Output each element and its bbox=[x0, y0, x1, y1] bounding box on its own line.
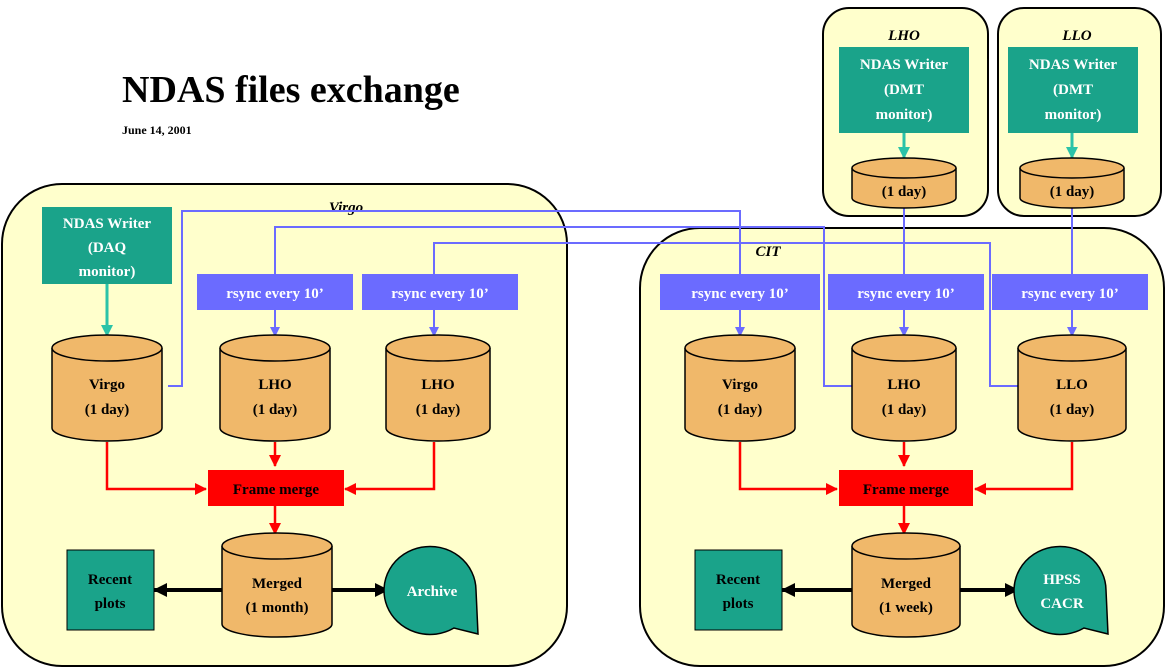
svg-text:(1 day): (1 day) bbox=[416, 402, 461, 418]
svg-text:rsync every 10’: rsync every 10’ bbox=[391, 286, 488, 302]
svg-text:(1 day): (1 day) bbox=[882, 184, 927, 200]
svg-text:rsync every 10’: rsync every 10’ bbox=[226, 286, 323, 302]
svg-text:(1 day): (1 day) bbox=[85, 402, 130, 418]
virgo-merged-disk: Merged (1 month) bbox=[221, 532, 333, 638]
cit-merge-arrows bbox=[738, 442, 1074, 535]
cit-rsync-1: rsync every 10’ bbox=[660, 274, 820, 310]
cit-merged-disk: Merged (1 week) bbox=[851, 532, 961, 638]
svg-text:plots: plots bbox=[95, 596, 126, 612]
svg-text:(1 week): (1 week) bbox=[879, 600, 933, 616]
virgo-region-label: Virgo bbox=[329, 200, 363, 216]
svg-text:Recent: Recent bbox=[716, 572, 760, 588]
svg-text:CACR: CACR bbox=[1040, 596, 1083, 612]
virgo-disk-lho-1: LHO (1 day) bbox=[219, 334, 331, 442]
svg-text:NDAS Writer: NDAS Writer bbox=[860, 57, 949, 73]
virgo-rsync-2: rsync every 10’ bbox=[362, 274, 518, 310]
writer-arrows bbox=[101, 133, 1078, 337]
cit-disk-lho: LHO (1 day) bbox=[851, 334, 957, 442]
svg-text:Merged: Merged bbox=[252, 576, 303, 592]
svg-text:(DMT: (DMT bbox=[884, 82, 924, 98]
svg-text:LHO: LHO bbox=[887, 377, 920, 393]
svg-text:Frame merge: Frame merge bbox=[233, 482, 320, 498]
llo-ndas-writer: NDAS Writer (DMT monitor) bbox=[1008, 47, 1138, 133]
virgo-frame-merge: Frame merge bbox=[208, 470, 344, 506]
svg-text:(DAQ: (DAQ bbox=[88, 240, 127, 256]
rsync-arrows bbox=[270, 310, 1077, 337]
svg-text:rsync every 10’: rsync every 10’ bbox=[1021, 286, 1118, 302]
svg-text:monitor): monitor) bbox=[876, 107, 933, 123]
svg-text:LHO: LHO bbox=[421, 377, 454, 393]
svg-text:(1 day): (1 day) bbox=[1050, 402, 1095, 418]
cit-hpss-archive: HPSS CACR bbox=[1013, 545, 1109, 636]
virgo-rsync-1: rsync every 10’ bbox=[197, 274, 353, 310]
cit-disk-virgo: Virgo (1 day) bbox=[684, 334, 796, 442]
virgo-disk-virgo: Virgo (1 day) bbox=[51, 334, 163, 442]
page-title: NDAS files exchange bbox=[122, 69, 460, 111]
transfer-lines bbox=[168, 210, 1018, 387]
svg-text:rsync every 10’: rsync every 10’ bbox=[691, 286, 788, 302]
cit-rsync-2: rsync every 10’ bbox=[828, 274, 984, 310]
svg-text:(1 day): (1 day) bbox=[253, 402, 298, 418]
virgo-merge-arrows bbox=[105, 442, 436, 535]
svg-text:rsync every 10’: rsync every 10’ bbox=[857, 286, 954, 302]
svg-text:NDAS Writer: NDAS Writer bbox=[1029, 57, 1118, 73]
virgo-disk-lho-2: LHO (1 day) bbox=[385, 334, 491, 442]
svg-text:HPSS: HPSS bbox=[1043, 572, 1081, 588]
svg-text:(1 day): (1 day) bbox=[1050, 184, 1095, 200]
cit-region-label: CIT bbox=[755, 244, 781, 260]
svg-text:plots: plots bbox=[723, 596, 754, 612]
virgo-ndas-writer: NDAS Writer (DAQ monitor) bbox=[42, 207, 172, 284]
llo-disk: (1 day) bbox=[1019, 157, 1125, 209]
svg-text:(DMT: (DMT bbox=[1053, 82, 1093, 98]
svg-text:monitor): monitor) bbox=[1045, 107, 1102, 123]
svg-text:LLO: LLO bbox=[1056, 377, 1088, 393]
svg-text:(1 day): (1 day) bbox=[882, 402, 927, 418]
svg-text:Virgo: Virgo bbox=[89, 377, 125, 393]
cit-disk-llo: LLO (1 day) bbox=[1017, 334, 1127, 442]
svg-text:LHO: LHO bbox=[258, 377, 291, 393]
svg-text:Archive: Archive bbox=[407, 584, 458, 600]
virgo-recent-plots: Recent plots bbox=[66, 549, 155, 631]
lho-ndas-writer: NDAS Writer (DMT monitor) bbox=[839, 47, 969, 133]
lho-disk: (1 day) bbox=[851, 157, 957, 209]
svg-text:Virgo: Virgo bbox=[722, 377, 758, 393]
date-label: June 14, 2001 bbox=[122, 123, 192, 137]
virgo-archive: Archive bbox=[383, 545, 479, 636]
svg-text:(1 month): (1 month) bbox=[246, 600, 309, 616]
cit-rsync-3: rsync every 10’ bbox=[992, 274, 1148, 310]
cit-frame-merge: Frame merge bbox=[839, 470, 973, 506]
svg-text:Merged: Merged bbox=[881, 576, 932, 592]
llo-region-label: LLO bbox=[1061, 28, 1091, 44]
lho-region-label: LHO bbox=[887, 28, 920, 44]
svg-text:(1 day): (1 day) bbox=[718, 402, 763, 418]
svg-text:Recent: Recent bbox=[88, 572, 132, 588]
cit-recent-plots: Recent plots bbox=[694, 549, 783, 631]
svg-text:NDAS Writer: NDAS Writer bbox=[63, 216, 152, 232]
svg-text:Frame merge: Frame merge bbox=[863, 482, 950, 498]
svg-text:monitor): monitor) bbox=[79, 264, 136, 280]
